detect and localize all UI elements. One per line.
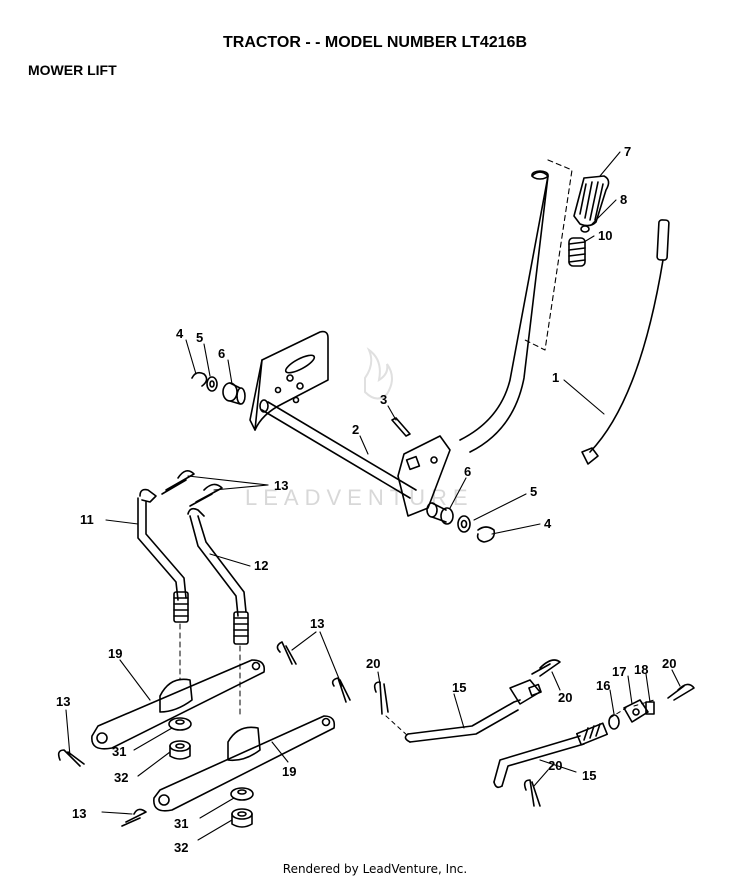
callout-20: 20 bbox=[366, 656, 380, 671]
callout-3: 3 bbox=[380, 392, 387, 407]
pin bbox=[391, 417, 411, 437]
hairpin-clip-20 bbox=[531, 659, 561, 677]
callout-1: 1 bbox=[552, 370, 559, 385]
callout-32: 32 bbox=[114, 770, 128, 785]
callout-11: 11 bbox=[80, 512, 94, 527]
callout-10: 10 bbox=[598, 228, 612, 243]
stabilizer-rod-upper bbox=[404, 679, 542, 743]
callout-20: 20 bbox=[548, 758, 562, 773]
hairpin-clip bbox=[57, 749, 85, 767]
ring-clip-right bbox=[476, 526, 496, 543]
callout-13: 13 bbox=[274, 478, 288, 493]
bushing-upper bbox=[222, 382, 246, 405]
callout-4: 4 bbox=[544, 516, 552, 531]
callout-5: 5 bbox=[530, 484, 537, 499]
stabilizer-rod-lower bbox=[493, 722, 609, 789]
washer-16 bbox=[608, 714, 620, 730]
callout-20: 20 bbox=[662, 656, 676, 671]
callout-5: 5 bbox=[196, 330, 203, 345]
callout-12: 12 bbox=[254, 558, 268, 573]
button-part bbox=[580, 225, 590, 233]
hairpin-clip bbox=[276, 641, 297, 665]
lift-arm-upper bbox=[91, 659, 266, 750]
callout-31: 31 bbox=[112, 744, 126, 759]
washer-upper bbox=[206, 376, 218, 392]
hairpin-clip-20 bbox=[667, 683, 695, 701]
callout-13: 13 bbox=[310, 616, 324, 631]
handle-grip bbox=[573, 175, 610, 227]
watermark: LEADVENTURE bbox=[245, 347, 474, 510]
callout-32: 32 bbox=[174, 840, 188, 855]
hairpin-clip-20 bbox=[373, 681, 389, 715]
hairpin-clip bbox=[161, 470, 195, 495]
lift-shaft bbox=[259, 399, 417, 499]
callout-6: 6 bbox=[464, 464, 471, 479]
lift-rod bbox=[581, 219, 670, 465]
nut-32-upper bbox=[169, 740, 191, 760]
section-title: MOWER LIFT bbox=[28, 62, 117, 78]
callout-13: 13 bbox=[72, 806, 86, 821]
callout-4: 4 bbox=[176, 326, 184, 341]
callout-2: 2 bbox=[352, 422, 359, 437]
callout-18: 18 bbox=[634, 662, 648, 677]
diagram-title: TRACTOR - - MODEL NUMBER LT4216B bbox=[222, 34, 527, 51]
callout-19: 19 bbox=[282, 764, 296, 779]
assembly-guide-handle bbox=[524, 159, 573, 351]
mounting-plate bbox=[249, 330, 329, 431]
callout-15: 15 bbox=[582, 768, 596, 783]
lift-arm-lower bbox=[153, 715, 336, 812]
spring bbox=[568, 237, 586, 267]
bushing-right bbox=[426, 502, 454, 525]
callout-16: 16 bbox=[596, 678, 610, 693]
hairpin-clip bbox=[121, 808, 147, 827]
washer-right bbox=[457, 515, 471, 533]
footer-credit: Rendered by LeadVenture, Inc. bbox=[282, 862, 468, 876]
hairpin-clip-20 bbox=[523, 779, 541, 807]
hairpin-clip bbox=[189, 483, 223, 507]
nut-32-lower bbox=[231, 808, 253, 828]
lift-link-12 bbox=[187, 507, 249, 645]
callout-6: 6 bbox=[218, 346, 225, 361]
callout-17: 17 bbox=[612, 664, 626, 679]
callout-15: 15 bbox=[452, 680, 466, 695]
callout-13: 13 bbox=[56, 694, 70, 709]
callout-31: 31 bbox=[174, 816, 188, 831]
ring-clip-upper bbox=[191, 371, 208, 387]
washer-31-upper bbox=[168, 717, 192, 731]
hairpin-clip bbox=[331, 677, 351, 703]
callout-7: 7 bbox=[624, 144, 631, 159]
leader-lines bbox=[65, 151, 681, 841]
watermark-text: LEADVENTURE bbox=[245, 485, 474, 510]
lift-link-11 bbox=[137, 488, 189, 623]
callout-8: 8 bbox=[620, 192, 627, 207]
washer-31-lower bbox=[230, 787, 254, 801]
callout-20: 20 bbox=[558, 690, 572, 705]
swivel-17 bbox=[623, 699, 649, 723]
callout-19: 19 bbox=[108, 646, 122, 661]
lift-lever bbox=[459, 170, 549, 453]
